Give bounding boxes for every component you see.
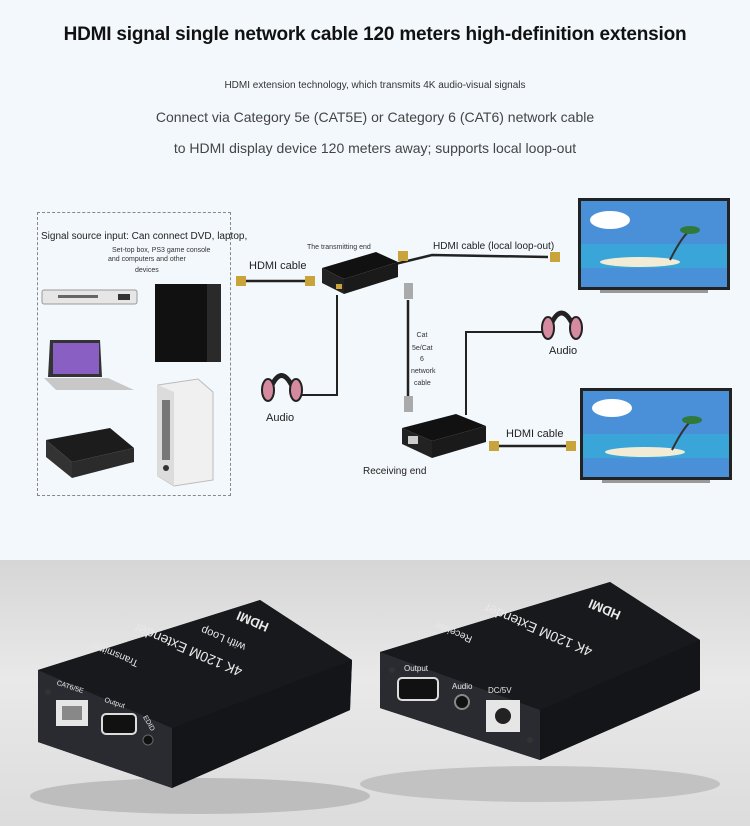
source-label: Signal source input: Can connect DVD, la… (41, 231, 248, 242)
pc-tower-icon (157, 378, 214, 487)
connection-diagram: Signal source input: Can connect DVD, la… (0, 190, 750, 530)
audio-label-left: Audio (266, 412, 295, 424)
receiver-port-dc-label: DC/5V (488, 686, 512, 695)
receiver-device-icon (402, 414, 486, 458)
network-cable-label-2: 5e/Cat (412, 345, 433, 352)
dvd-player-icon (41, 289, 138, 305)
game-console-icon (155, 284, 221, 362)
product-photo-graphics (30, 582, 720, 814)
description-line-1: Connect via Category 5e (CAT5E) or Categ… (155, 109, 595, 125)
source-device-box (37, 212, 231, 496)
transmitter-device-icon (322, 252, 398, 294)
source-label-line2: Set-top box, PS3 game console (112, 247, 211, 254)
network-cable-label-5: cable (414, 380, 431, 387)
transmitting-end-label: The transmitting end (307, 244, 371, 251)
headphones-left-icon (261, 373, 303, 402)
page-title: HDMI signal single network cable 120 met… (63, 24, 687, 45)
description-line-2: to HDMI display device 120 meters away; … (173, 140, 577, 156)
subtitle-small: HDMI extension technology, which transmi… (224, 80, 526, 91)
source-label-line4: devices (135, 267, 159, 274)
receiver-port-output-label: Output (404, 664, 429, 673)
headphones-right-icon (541, 310, 583, 340)
source-label-line3: and computers and other (108, 256, 186, 263)
hdmi-loop-label: HDMI cable (local loop-out) (433, 241, 555, 252)
hdmi-cable-label-left: HDMI cable (249, 260, 307, 272)
laptop-icon (44, 340, 134, 390)
hdmi-cable-label-right: HDMI cable (506, 428, 564, 440)
product-photo: HDMI 4K 120M Extender with Loop Transmit… (0, 560, 750, 826)
audio-label-right: Audio (549, 345, 578, 357)
network-cable-label-1: Cat (416, 332, 428, 339)
tv-top-icon (578, 198, 730, 293)
set-top-box-icon (46, 428, 134, 478)
receiver-port-audio-label: Audio (452, 682, 473, 691)
tv-bottom-icon (580, 388, 732, 483)
network-cable-label-3: 6 (420, 356, 424, 363)
diagram-graphics (41, 198, 732, 487)
network-cable-label-4: network (411, 368, 436, 375)
receiving-end-label: Receiving end (363, 466, 427, 477)
